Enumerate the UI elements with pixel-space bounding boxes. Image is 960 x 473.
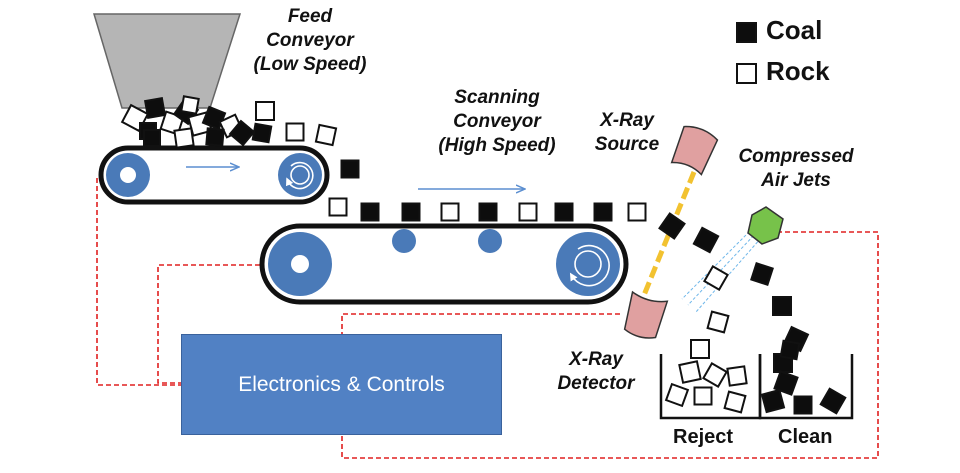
rock-piece xyxy=(255,101,275,121)
air-jet-nozzle xyxy=(747,206,784,245)
feed-conveyor-belt xyxy=(98,145,330,205)
air-jets-label: Compressed Air Jets xyxy=(738,146,854,191)
xray-beam xyxy=(637,171,697,306)
xray-detector xyxy=(623,290,669,339)
rock-piece xyxy=(706,310,730,334)
xray-detector-label: X-Ray Detector xyxy=(557,349,635,394)
rock-piece xyxy=(664,382,690,408)
air-jets xyxy=(681,206,784,313)
rock-piece xyxy=(328,197,348,217)
rock-piece xyxy=(627,202,647,222)
electronics-controls-box: Electronics & Controls xyxy=(181,334,502,435)
xray-source xyxy=(670,125,719,176)
coal-piece xyxy=(143,129,161,147)
rock-piece xyxy=(314,123,338,147)
scanning-conveyor-belt xyxy=(259,189,629,305)
coal-piece xyxy=(554,202,574,222)
signal-lines xyxy=(96,176,879,459)
hopper xyxy=(92,13,242,109)
rock-piece xyxy=(285,122,305,142)
coal-piece xyxy=(779,339,801,361)
coal-piece xyxy=(340,159,360,179)
rock-piece xyxy=(693,386,713,406)
rock-piece xyxy=(702,362,728,388)
legend-rock: Rock xyxy=(766,56,830,86)
scan-sensor-line xyxy=(157,264,300,384)
feed-sensor-line xyxy=(96,176,181,386)
clean-label: Clean xyxy=(778,426,833,448)
coal-piece xyxy=(692,226,720,254)
legend-coal: Coal xyxy=(766,15,823,45)
rock-piece xyxy=(723,390,747,414)
coal-piece xyxy=(819,387,847,415)
rock-piece xyxy=(678,360,702,384)
coal-piece xyxy=(228,119,256,147)
reject-label: Reject xyxy=(673,426,734,448)
coal-piece xyxy=(478,202,498,222)
rotation-arrow-icon xyxy=(286,161,314,190)
particles xyxy=(120,95,847,415)
coal-piece xyxy=(143,96,167,120)
coal-piece xyxy=(793,395,813,415)
coal-piece xyxy=(750,262,774,286)
rock-piece xyxy=(703,265,729,291)
coal-piece xyxy=(401,202,421,222)
coal-piece xyxy=(773,370,799,396)
rotation-arrow-icon xyxy=(569,244,610,287)
rock-piece xyxy=(440,202,460,222)
coal-swatch xyxy=(736,22,757,43)
coal-piece xyxy=(251,122,273,144)
electronics-controls-label: Electronics & Controls xyxy=(238,372,445,396)
clean-bin xyxy=(758,354,854,420)
coal-piece xyxy=(360,202,380,222)
rock-piece xyxy=(173,127,195,149)
coal-piece xyxy=(772,296,792,316)
coal-piece xyxy=(760,388,786,414)
feed-conveyor-label: Feed Conveyor (Low Speed) xyxy=(253,6,367,75)
rock-swatch xyxy=(736,63,757,84)
rock-piece xyxy=(726,365,748,387)
coal-piece xyxy=(658,212,686,240)
rock-piece xyxy=(518,202,538,222)
xray-source-label: X-Ray Source xyxy=(594,110,660,155)
rock-piece xyxy=(180,95,200,115)
scanning-conveyor-label: Scanning Conveyor (High Speed) xyxy=(438,87,556,156)
coal-piece xyxy=(205,127,225,147)
coal-piece xyxy=(593,202,613,222)
rock-piece xyxy=(690,339,710,359)
detector-air-jet-line xyxy=(341,231,879,459)
